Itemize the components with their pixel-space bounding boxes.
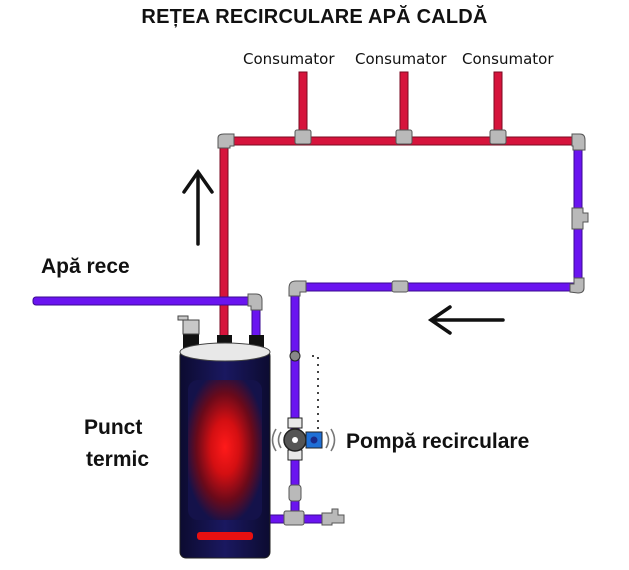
flow-arrow-up-icon: [182, 168, 214, 246]
tee-consumer-1: [294, 129, 312, 145]
hot-water-pipes: [219, 71, 579, 341]
check-valve-top: [289, 350, 301, 362]
elbow-return-left: [288, 280, 307, 297]
elbow-bottom-right: [569, 277, 585, 294]
flow-arrow-left-icon: [427, 305, 505, 335]
ball-valve: [288, 484, 302, 502]
return-horizontal-pipe: [293, 282, 579, 292]
return-down-pipe: [290, 286, 300, 520]
tee-consumer-2: [395, 129, 413, 145]
heating-tank: [177, 315, 271, 559]
consumer-label-3: Consumator: [462, 50, 554, 68]
diagram-title: REȚEA RECIRCULARE APĂ CALDĂ: [141, 6, 488, 28]
heating-point-label-line2: termic: [86, 448, 150, 471]
tank-heat-glow: [188, 380, 262, 520]
cold-inlet-pipe: [32, 296, 258, 306]
tee-right-riser: [571, 207, 589, 230]
tank-heating-element: [197, 532, 253, 540]
consumer-label-2: Consumator: [355, 50, 447, 68]
recirculation-pump-icon: [271, 417, 336, 461]
pump-control-line: [312, 355, 319, 432]
drain-tap: [321, 508, 345, 526]
cold-water-label: Apă rece: [41, 255, 130, 278]
hot-riser-pipe: [219, 139, 229, 341]
union-return: [391, 280, 409, 293]
elbow-cold-inlet: [247, 293, 263, 311]
safety-valve: [177, 315, 200, 335]
pump-label: Pompă recirculare: [346, 430, 530, 453]
tank-top: [179, 342, 271, 362]
tee-bottom: [283, 510, 305, 526]
elbow-top-left: [217, 133, 235, 149]
pipe-fittings: [217, 129, 589, 526]
heating-point-label-line1: Punct: [84, 416, 143, 439]
elbow-top-right: [571, 133, 586, 151]
tee-consumer-3: [489, 129, 507, 145]
consumer-label-1: Consumator: [243, 50, 335, 68]
